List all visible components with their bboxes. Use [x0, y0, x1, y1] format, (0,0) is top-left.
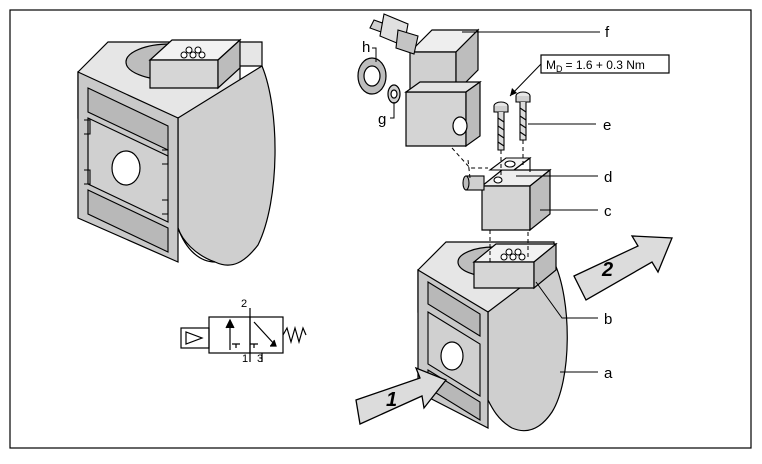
- assembled-unit-block-holes: [180, 46, 206, 59]
- svg-text:MD= 1.6 + 0.3 Nm: MD= 1.6 + 0.3 Nm: [546, 58, 645, 74]
- label-a: a: [604, 365, 613, 382]
- outlet-arrow-label: 2: [601, 259, 613, 281]
- symbol-port-label-2: 2: [241, 298, 247, 310]
- pneumatic-valve-symbol: [180, 308, 307, 362]
- label-f: f: [605, 24, 610, 41]
- washer-g: [387, 84, 401, 104]
- torque-leader-line: [509, 63, 542, 97]
- alignment-lines-coil-c: [451, 147, 488, 179]
- torque-annotation: MD= 1.6 + 0.3 Nm: [509, 54, 670, 97]
- leader-b: [535, 281, 598, 319]
- torque-box: [540, 54, 670, 74]
- label-h: h: [362, 39, 370, 56]
- assembled-unit-port-opening: [111, 150, 141, 186]
- outlet-arrow: 2: [573, 235, 673, 301]
- symbol-solenoid-actuator: [180, 327, 210, 349]
- valve-body-side-face: [487, 261, 568, 432]
- torque-symbol: M: [546, 58, 556, 72]
- solenoid-coil-f: [404, 28, 482, 148]
- adapter-block-b: [472, 242, 558, 290]
- alignment-lines-screws: [500, 140, 524, 176]
- pilot-block-boss-d: [488, 156, 532, 184]
- label-d: d: [604, 169, 612, 186]
- label-e: e: [603, 117, 611, 134]
- assembled-unit-side-face: [177, 65, 276, 266]
- assembled-unit-mounting-block: [148, 38, 242, 90]
- fixing-screws-e: [493, 91, 531, 151]
- label-b: b: [604, 311, 612, 328]
- diagram-frame: [9, 9, 752, 449]
- leader-g: [390, 102, 395, 119]
- label-c: c: [604, 203, 612, 220]
- pilot-block-c: [480, 168, 552, 232]
- torque-value: = 1.6 + 0.3 Nm: [566, 58, 645, 72]
- symbol-return-spring: [282, 325, 307, 345]
- valve-body-port-opening: [440, 341, 464, 371]
- inlet-arrow-label: 1: [386, 389, 397, 411]
- symbol-port-label-3: 3: [257, 353, 263, 365]
- leader-h: [372, 47, 377, 62]
- torque-subscript: D: [556, 64, 563, 74]
- inlet-arrow: 1: [355, 366, 448, 425]
- adapter-block-holes: [500, 248, 526, 261]
- leader-lines: [372, 31, 600, 373]
- coil-cable-gland: [369, 13, 419, 55]
- alignment-lines-c-b: [489, 218, 529, 262]
- symbol-actuator-triangle: [185, 331, 204, 345]
- seal-ring-h: [357, 57, 387, 95]
- pilot-block-connector: [462, 175, 485, 191]
- coil-center-hole: [452, 116, 468, 136]
- symbol-port-label-1: 1: [242, 353, 248, 365]
- label-g: g: [378, 111, 386, 128]
